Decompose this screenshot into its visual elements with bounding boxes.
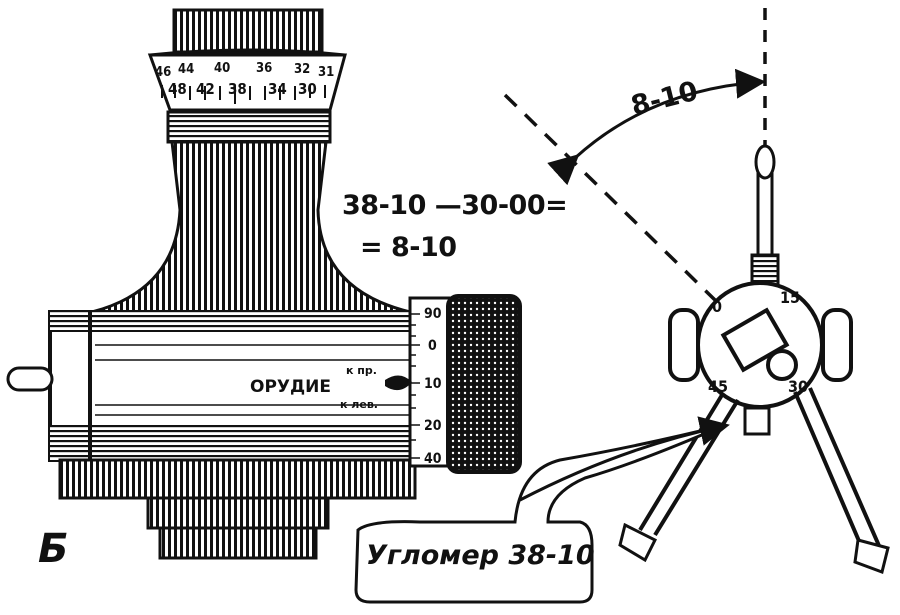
gun-muzzle [754, 144, 776, 180]
drum-scale-ticks [410, 313, 420, 459]
panorama-neck [91, 140, 411, 314]
drum-label-right: к пр. [346, 364, 377, 377]
panorama-collar [166, 110, 332, 144]
formula-line-1: 38-10 —30-00= [342, 190, 568, 221]
circle-mark-15: 15 [780, 288, 800, 307]
callout-bubble [354, 423, 726, 604]
bottom-scale-42: 42 [196, 80, 215, 98]
panorama-head-knurl [172, 8, 324, 54]
figure-letter: Б [38, 526, 69, 572]
panorama-scale-ticks [161, 85, 326, 104]
gun-circle-marks: 0 15 45 30 [708, 288, 808, 396]
drum-num-40: 40 [424, 451, 442, 467]
drum-scale-plate [408, 296, 454, 468]
formula-line-2: = 8-10 [360, 232, 457, 263]
bottom-scale-38: 38 [228, 80, 247, 98]
top-scale-44: 44 [178, 62, 194, 77]
angle-arc [547, 68, 766, 186]
drum-num-90: 90 [424, 306, 442, 322]
gun-breech [720, 307, 790, 373]
bottom-scale-48: 48 [168, 80, 187, 98]
top-scale-46: 46 [155, 65, 171, 80]
gun-trail-left [638, 393, 740, 537]
gun-wheel-right [821, 308, 853, 382]
drum-num-10: 10 [424, 376, 442, 392]
panorama-top-scale: 46 44 40 36 32 31 [155, 61, 334, 80]
bottom-scale-30: 30 [298, 80, 317, 98]
drum-num-20: 20 [424, 418, 442, 434]
drum-num-0: 0 [428, 338, 437, 354]
top-scale-36: 36 [256, 61, 272, 76]
gun-sight-mount [766, 349, 798, 381]
callout-arrow [519, 416, 730, 502]
aiming-direction-line [503, 93, 717, 302]
panorama-bottom-scale: 48 42 38 34 30 [168, 80, 317, 98]
gun-wheel-left [668, 308, 700, 382]
panorama-shaft [6, 366, 54, 392]
circle-mark-30: 30 [788, 377, 808, 396]
top-scale-40: 40 [214, 61, 230, 76]
top-scale-32: 32 [294, 62, 310, 77]
bottom-scale-34: 34 [268, 80, 287, 98]
circle-mark-0: 0 [712, 297, 722, 316]
top-scale-31: 31 [318, 65, 334, 80]
gun-schematic [618, 144, 890, 574]
drum-label-orudie: ОРУДИЕ [250, 377, 331, 397]
panorama-sight [6, 8, 522, 560]
drum-pointer [385, 375, 412, 391]
circle-mark-45: 45 [708, 377, 728, 396]
trail-spade-right [853, 538, 890, 574]
panorama-scale-ring [147, 53, 347, 112]
drum-scale-numbers: 90 0 10 20 40 [424, 306, 442, 467]
trail-spade-left [618, 522, 658, 563]
callout-text: Угломер 38-10 [366, 540, 595, 571]
gun-trail-right [793, 387, 882, 556]
panorama-base [58, 458, 417, 500]
drum-knob [446, 294, 522, 474]
drum-label-left: к лев. [340, 398, 378, 411]
